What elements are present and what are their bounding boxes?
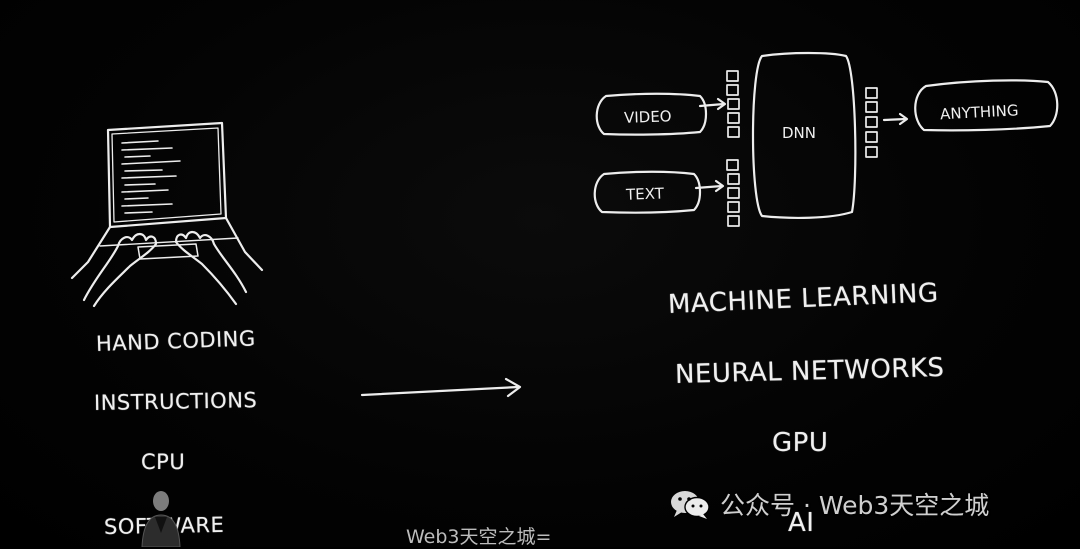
dnn-label: DNN	[782, 124, 816, 142]
left-label-instructions: INSTRUCTIONS	[93, 388, 258, 415]
watermark-channel-text: 公众号 · Web3天空之城	[720, 491, 990, 520]
speaker-figure	[141, 491, 181, 547]
wechat-icon	[671, 491, 710, 519]
watermark-bottom: Web3天空之城=	[406, 526, 552, 548]
text-input-box	[593, 170, 702, 214]
video-input-box	[595, 92, 708, 136]
right-label-ai: AI	[788, 508, 815, 538]
right-label-gpu: GPU	[772, 428, 829, 458]
text-input-label: TEXT	[625, 184, 665, 203]
video-input-label: VIDEO	[624, 107, 672, 127]
dnn-box	[751, 51, 857, 220]
anything-output-box	[914, 79, 1059, 132]
left-label-cpu: CPU	[141, 450, 186, 474]
anything-output-label: ANYTHING	[940, 101, 1019, 123]
laptop-sketch-icon	[70, 121, 264, 308]
watermark-channel: 公众号 · Web3天空之城	[668, 486, 989, 522]
arrow-right-icon	[360, 377, 522, 398]
